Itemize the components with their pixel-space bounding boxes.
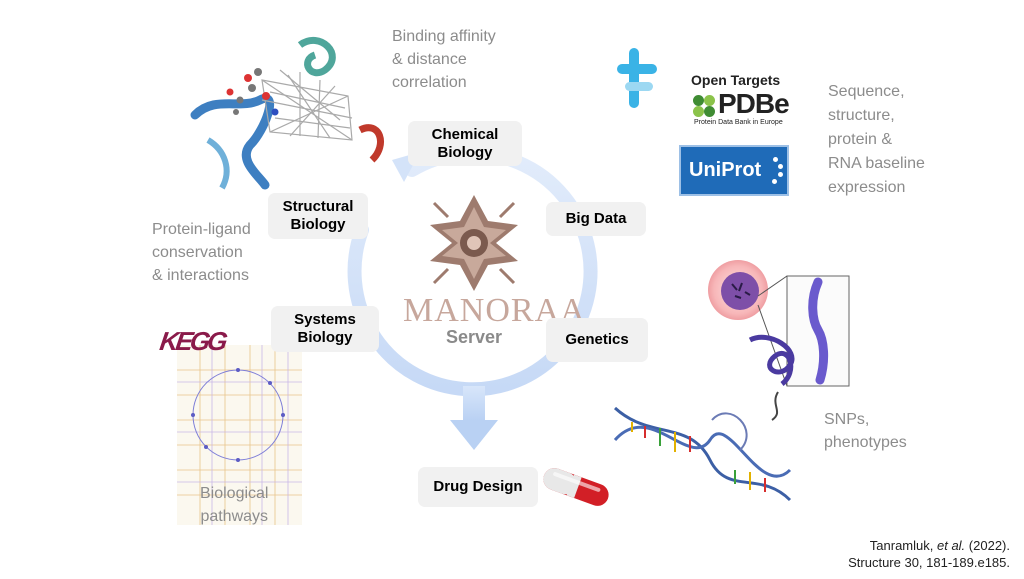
node-structural-biology: Structural Biology [268, 193, 368, 239]
node-chemical-biology-line2: Biology [437, 143, 493, 161]
annotation-binding: Binding affinity & distance correlation [392, 25, 496, 94]
open-targets-icon [617, 48, 657, 108]
annotation-protein-ligand-line2: conservation [152, 244, 243, 261]
citation-line1: Tanramluk, et al. (2022). [848, 537, 1010, 554]
kegg-pathway-map [177, 345, 302, 525]
node-big-data: Big Data [546, 202, 646, 236]
node-systems-biology-line2: Biology [297, 329, 353, 346]
node-structural-biology-line2: Biology [290, 216, 346, 233]
annotation-snps: SNPs, phenotypes [824, 408, 907, 454]
annotation-binding-line3: correlation [392, 74, 467, 91]
annotation-sequence-line5: expression [828, 179, 906, 196]
manoraa-ornament [430, 195, 518, 291]
pill-icon [543, 468, 609, 506]
annotation-binding-line2: & distance [392, 51, 467, 68]
citation: Tanramluk, et al. (2022). Structure 30, … [848, 537, 1010, 571]
node-chemical-biology-line1: Chemical [431, 125, 499, 143]
annotation-pathways-line2: pathways [200, 508, 269, 525]
node-systems-biology-line1: Systems [294, 311, 356, 328]
pdbe-logo: PDBe [718, 88, 790, 119]
uniprot-logo-box: UniProt [679, 145, 789, 196]
uniprot-logo: UniProt [689, 159, 762, 181]
uniprot-dots-icon [767, 157, 783, 185]
pdbe-icon [693, 95, 717, 117]
citation-etal: et al. [936, 538, 966, 553]
node-systems-biology: Systems Biology [271, 306, 379, 352]
annotation-pathways: Biological pathways [200, 482, 268, 528]
annotation-sequence-line3: protein & [828, 131, 893, 148]
open-targets-logo: Open Targets [691, 72, 781, 88]
annotation-sequence: Sequence, structure, protein & RNA basel… [828, 80, 925, 200]
node-structural-biology-line1: Structural [282, 198, 354, 215]
server-label: Server [446, 327, 503, 347]
annotation-snps-line2: phenotypes [824, 434, 907, 451]
dna-helix [613, 406, 792, 502]
kegg-logo: KEGG [157, 326, 227, 356]
annotation-sequence-line4: RNA baseline [828, 155, 925, 172]
annotation-snps-line1: SNPs, [824, 411, 870, 428]
annotation-sequence-line1: Sequence, [828, 83, 905, 100]
pdbe-caption: Protein Data Bank in Europe [694, 119, 783, 126]
citation-authors: Tanramluk, [869, 538, 934, 553]
annotation-protein-ligand-line1: Protein-ligand [152, 221, 251, 238]
citation-year: (2022). [968, 538, 1010, 553]
protein-structure-illustration [190, 36, 384, 190]
annotation-sequence-line2: structure, [828, 107, 895, 124]
node-chemical-biology: Chemical Biology [408, 121, 522, 166]
annotation-protein-ligand-line3: & interactions [152, 267, 249, 284]
genetics-illustration [613, 260, 850, 502]
annotation-pathways-line1: Biological [200, 485, 269, 502]
citation-journal: Structure 30, 181-189.e185. [848, 555, 1010, 570]
node-genetics: Genetics [546, 318, 648, 362]
annotation-protein-ligand: Protein-ligand conservation & interactio… [152, 218, 251, 287]
node-drug-design: Drug Design [418, 467, 538, 507]
annotation-binding-line1: Binding affinity [392, 28, 496, 45]
down-arrow [450, 386, 498, 450]
